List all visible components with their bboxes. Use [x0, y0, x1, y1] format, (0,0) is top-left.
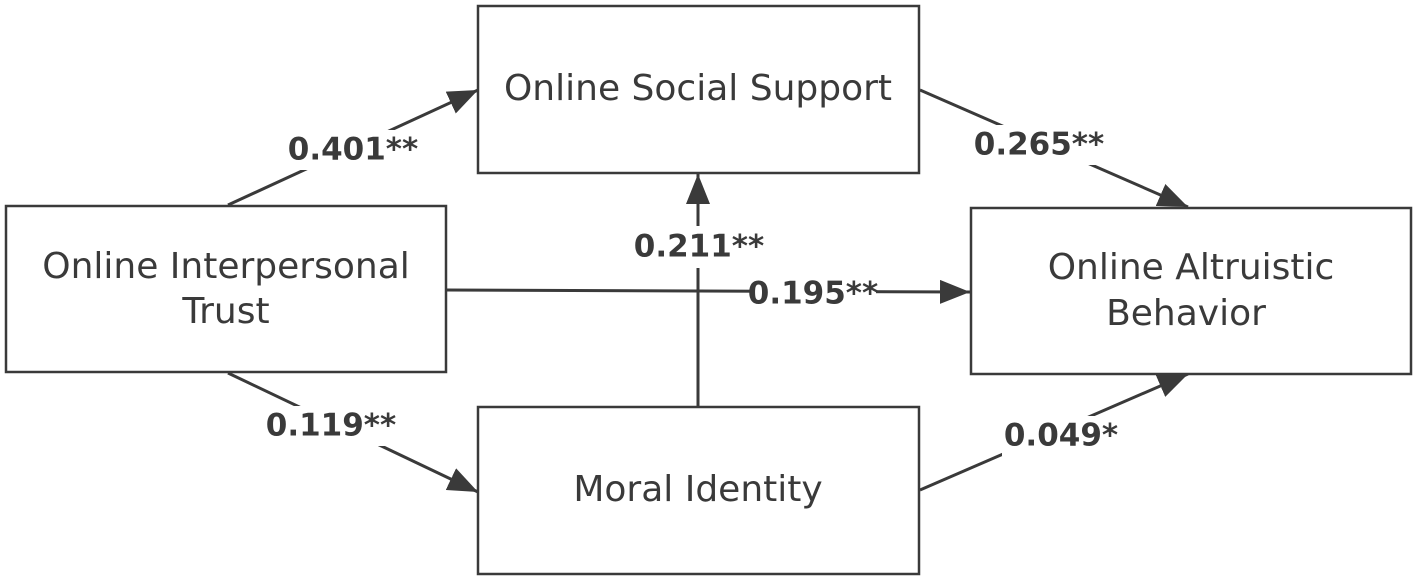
node-label-line-1: Online Interpersonal [42, 246, 410, 287]
node-moral-identity: Moral Identity [476, 405, 921, 576]
coefficient-trust-support: 0.401** [288, 132, 418, 168]
coefficient-moral-altruism: 0.049* [1004, 418, 1118, 454]
node-label: Online Social Support [504, 68, 892, 109]
edge-trust-to-altruism [445, 279, 971, 304]
coefficient-support-altruism: 0.265** [974, 127, 1104, 163]
node-label-line-2: Trust [181, 291, 269, 332]
node-online-interpersonal-trust: Online Interpersonal Trust [4, 204, 448, 374]
coefficient-moral-support: 0.211** [634, 229, 764, 265]
node-online-altruistic-behavior: Online Altruistic Behavior [969, 206, 1413, 376]
node-label: Moral Identity [573, 469, 822, 510]
node-online-social-support: Online Social Support [476, 4, 921, 175]
node-label-line-1: Online Altruistic [1048, 247, 1335, 288]
coefficient-trust-moral: 0.119** [266, 408, 396, 444]
coefficient-trust-altruism: 0.195** [748, 276, 878, 312]
node-label-line-2: Behavior [1106, 293, 1266, 334]
